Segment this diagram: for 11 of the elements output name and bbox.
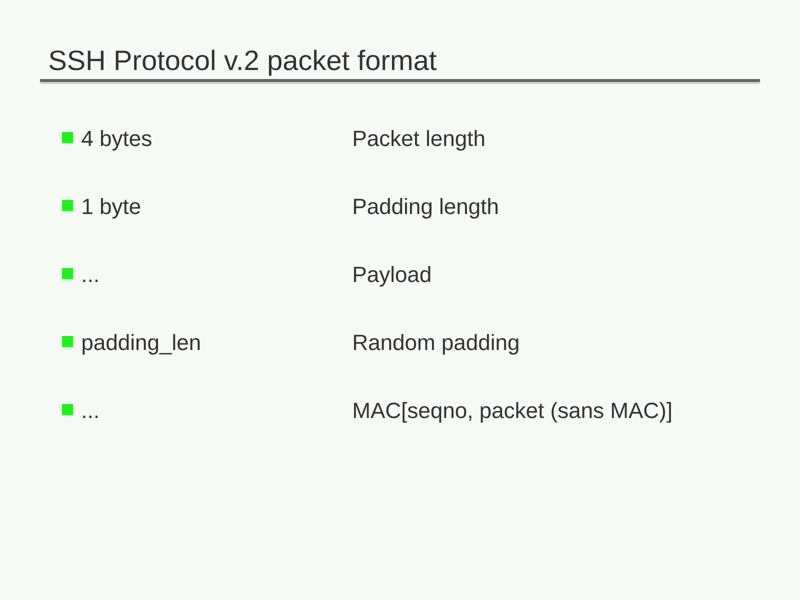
list-item-text: 1 byte bbox=[82, 198, 140, 219]
list-item-text: padding_len bbox=[82, 334, 200, 355]
description-text: Padding length bbox=[354, 198, 498, 219]
list-item-text: 4 bytes bbox=[82, 130, 152, 151]
list-item-text: ... bbox=[83, 280, 98, 282]
description-text: MAC[seqno, packet (sans MAC)] bbox=[354, 402, 671, 423]
description-text: Random padding bbox=[354, 334, 518, 355]
slide-title: SSH Protocol v.2 packet format bbox=[49, 50, 436, 76]
list-item-text: ... bbox=[83, 416, 98, 418]
description-text: Payload bbox=[354, 266, 430, 287]
description-text: Packet length bbox=[354, 130, 484, 151]
